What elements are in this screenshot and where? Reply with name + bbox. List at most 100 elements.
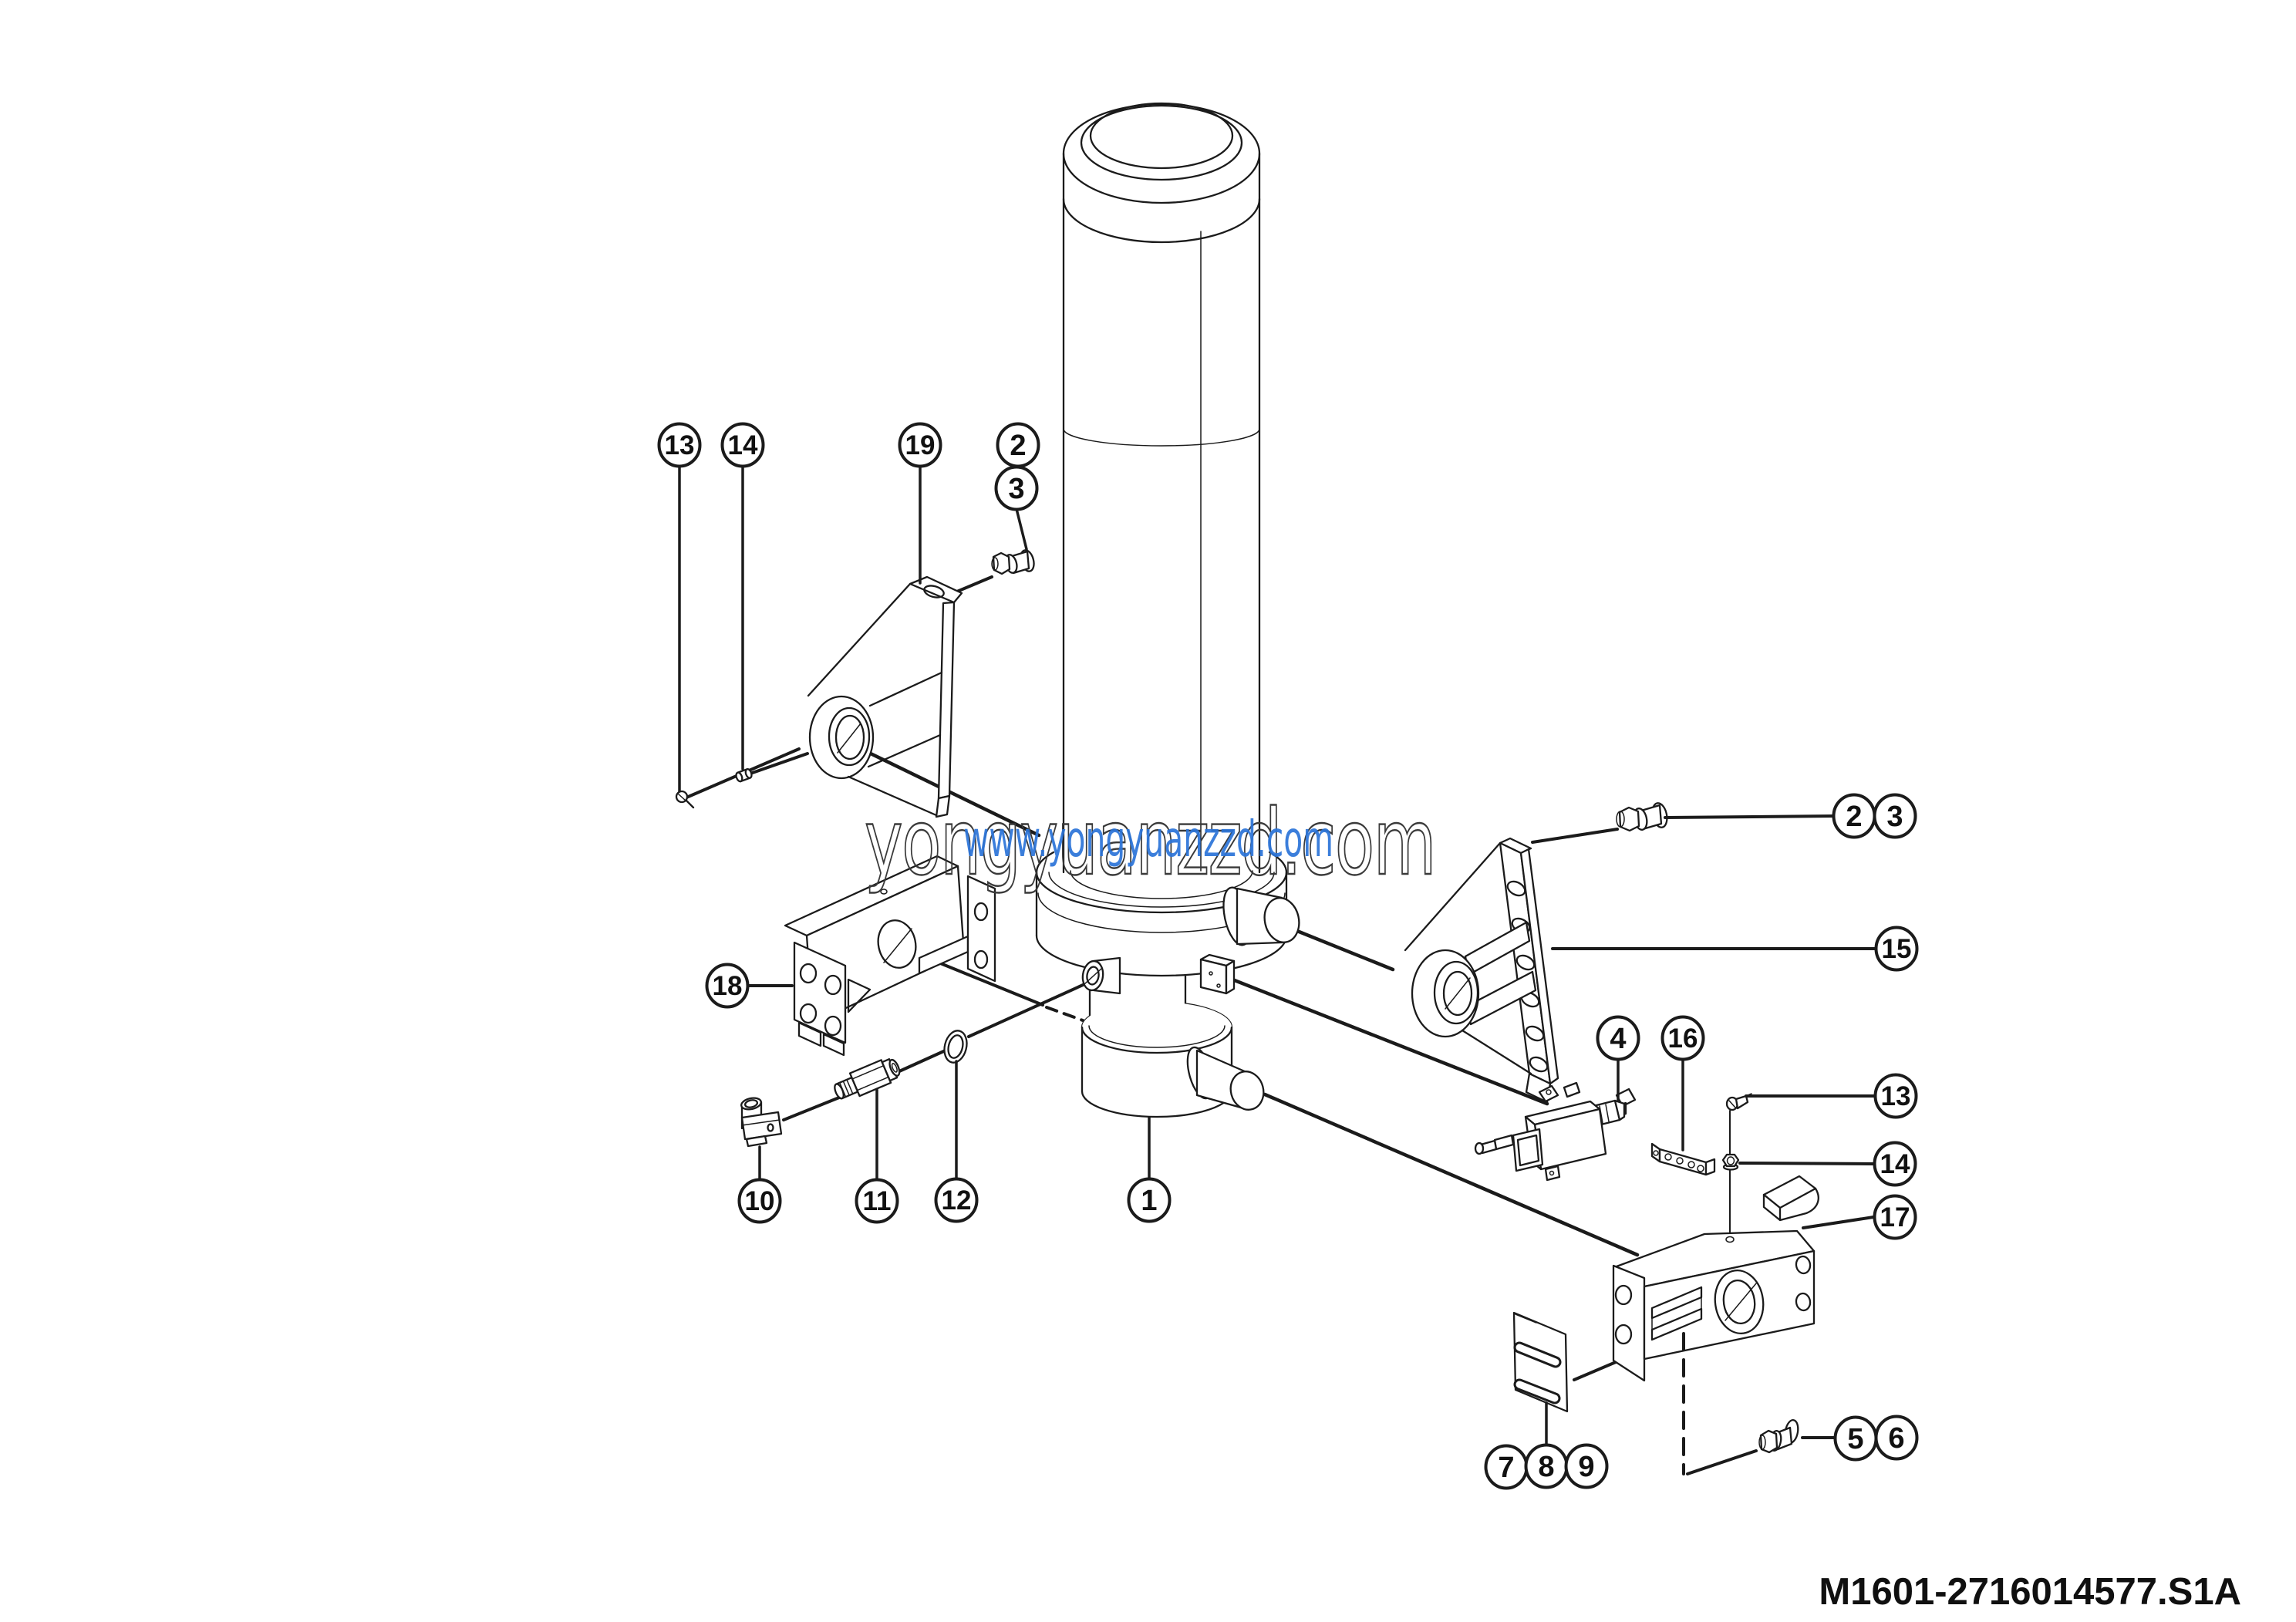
callout-number: 13 [1881,1081,1911,1111]
leader-17 [1802,1216,1875,1229]
cylinder-cap [1062,102,1261,244]
bolt-washer-2-3-left-drawing [991,549,1035,575]
pointer-bolt-to-bracket-15 [1531,828,1619,844]
callout-number: 5 [1847,1423,1863,1455]
callout-number: 14 [728,430,758,460]
watermark-url-text: www.yongyuanzzd.com [963,811,1333,868]
callout-number: 6 [1888,1422,1904,1455]
leader-3-left [1015,508,1028,551]
callout-14: 14 [720,422,765,468]
pointer-pin-14-to-eye [744,752,809,777]
pointer-pin-to-bracket-17 [1263,1092,1640,1257]
elbow-fitting-10-drawing [740,1097,783,1148]
callout-number: 13 [665,430,695,460]
callout-number: 18 [713,971,743,1001]
callout-13: 13 [1873,1073,1918,1119]
callout-circle [1873,1194,1917,1240]
callout-circle [1873,1073,1918,1119]
screw-13-left-drawing [675,790,695,809]
callout-10: 10 [737,1178,782,1224]
bolt-washer-5-6-drawing [1758,1419,1799,1454]
callout-number: 8 [1538,1451,1554,1483]
pointer-bolt-to-bracket-19 [952,575,993,595]
callout-6: 6 [1874,1415,1919,1461]
pointer-plate-18-port-hidden [1045,1006,1084,1022]
callout-14: 14 [1873,1141,1917,1187]
callout-circle [737,1178,782,1224]
callout-number: 14 [1880,1149,1910,1179]
pin-14-left-drawing [735,768,753,783]
callout-number: 1 [1141,1185,1157,1217]
callout-number: 16 [1668,1023,1698,1054]
fitting-axis-a [967,980,1091,1038]
callout-4: 4 [1596,1015,1640,1061]
nut-14-right-drawing [1721,1153,1740,1171]
callout-number: 15 [1882,934,1912,964]
callout-circle [1874,1415,1919,1461]
callout-17: 17 [1873,1194,1917,1240]
callout-circle [1564,1443,1609,1489]
callout-circle [1873,1141,1917,1187]
callout-circle [855,1178,899,1224]
callout-number: 4 [1610,1023,1626,1055]
callout-19: 19 [898,422,942,468]
callout-circle [1660,1015,1705,1061]
callout-number: 2 [1010,430,1026,462]
bolt-washer-2-3-right-drawing [1616,802,1668,832]
callout-circle [657,422,702,468]
callout-number: 7 [1498,1452,1514,1484]
bracket-19-drawing [807,575,963,818]
pointer-trunnion-to-eye-15 [1279,922,1395,972]
watermark-outline-text: yongyuanzzd.com [865,789,1435,895]
callout-circle [1873,793,1917,839]
callout-3: 3 [994,465,1039,511]
callout-15: 15 [1874,926,1919,972]
callout-13: 13 [657,422,702,468]
callout-circle [934,1177,979,1223]
callout-number: 17 [1880,1202,1910,1233]
cylinder-stop-block [1199,953,1236,995]
fitting-axis-b [898,1048,949,1073]
callout-number: 3 [1886,801,1903,833]
callout-3: 3 [1873,793,1917,839]
leader-2-3-right [1664,814,1835,819]
lower-trunnion-pin [1186,1046,1265,1111]
callout-8: 8 [1524,1443,1569,1489]
callout-18: 18 [705,963,750,1009]
callout-number: 19 [905,430,936,460]
callout-1: 1 [1127,1177,1172,1223]
callout-circle [898,422,942,468]
callout-7: 7 [1484,1444,1529,1490]
straight-fitting-11-drawing [834,1058,901,1100]
callout-number: 10 [745,1186,775,1216]
callout-circle [720,422,765,468]
base-lines [685,575,1758,1475]
callout-2: 2 [1832,793,1876,839]
callout-11: 11 [855,1178,899,1224]
callout-12: 12 [934,1177,979,1223]
callout-9: 9 [1564,1443,1609,1489]
callout-circle [1596,1015,1640,1061]
callout-circle [705,963,750,1009]
leader-14-right [1738,1162,1875,1165]
upper-trunnion-pin [1222,886,1300,946]
fitting-axis-c [782,1093,848,1121]
callout-2: 2 [996,422,1040,468]
callout-circle [994,465,1039,511]
callout-number: 2 [1846,801,1862,833]
limit-plate-789-drawing [1512,1311,1569,1413]
pointer-bolt-5-6 [1686,1449,1758,1475]
callout-circle [1874,926,1919,972]
o-ring-12-drawing [943,1030,968,1064]
mount-plate-18-drawing [784,855,996,1057]
watermark: yongyuanzzd.com www.yongyuanzzd.com [864,788,1438,896]
bracket-17-saddle-clip [1762,1175,1819,1222]
cylinder-assembly-drawing [1035,102,1300,1118]
pointer-block-to-valve [1222,974,1549,1106]
callout-5: 5 [1833,1415,1878,1462]
valve-assembly-drawing [1474,1081,1637,1182]
callout-number: 11 [863,1186,892,1216]
